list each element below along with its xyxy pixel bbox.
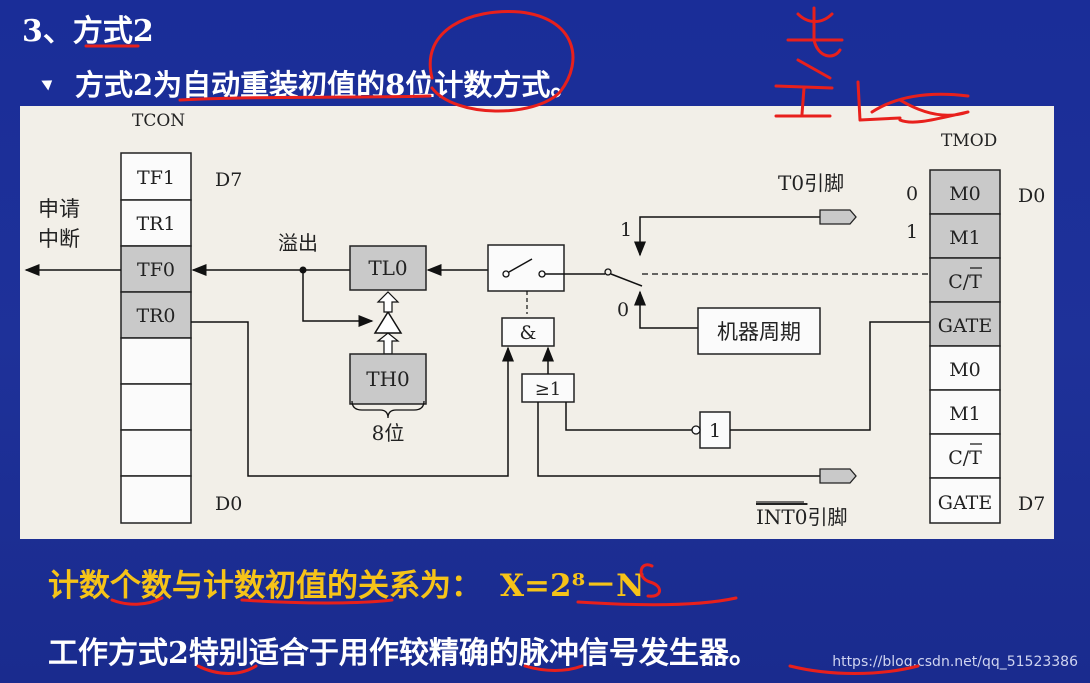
th0-up-arrow-icon	[376, 332, 400, 355]
switch-contact-left	[502, 270, 510, 278]
t0-pin-label: T0引脚	[778, 171, 844, 195]
tmod-bit-m1-t1: M1	[949, 403, 981, 425]
tmod-bit-gate: GATE	[938, 315, 992, 337]
or-gate-label: ≥1	[535, 379, 562, 400]
tcon-label: TCON	[132, 111, 185, 131]
tcon-cell	[120, 245, 192, 293]
tcon-d0-label: D0	[215, 493, 242, 515]
tcon-register: TF1 TR1 TF0 TR0	[120, 152, 192, 524]
timer-diagram-panel: TCON TF1 TR1 TF0 TR0 D7 D0 申请 中断 溢出 T	[20, 106, 1054, 539]
selector-pivot	[604, 268, 612, 276]
tcon-bit-tf0: TF0	[137, 259, 175, 281]
int0-pin-label: INT0引脚	[756, 505, 847, 529]
tmod-cell	[929, 477, 1001, 524]
bottom-text: 工作方式2特别适合于用作较精确的脉冲信号发生器。	[48, 636, 759, 671]
tcon-cell	[120, 199, 192, 247]
tcon-cell	[120, 475, 192, 524]
tmod-cell	[929, 257, 1001, 303]
bits-brace	[351, 400, 425, 419]
interrupt-label-2: 中断	[38, 227, 80, 251]
tmod-bit-m0-t1: M0	[949, 359, 981, 381]
tmod-cell	[929, 345, 1001, 391]
selector-blade	[610, 273, 643, 287]
tmod-m0-value: 0	[906, 183, 918, 205]
reload-up-arrow-icon	[376, 291, 400, 313]
switch-blade	[508, 258, 533, 273]
tcon-cell	[120, 152, 192, 201]
tcon-d7-label: D7	[215, 169, 242, 191]
selector-1-label: 1	[620, 219, 632, 241]
tmod-bit-gate-t1: GATE	[938, 492, 992, 514]
tcon-cell	[120, 429, 192, 477]
tmod-register: M0 M1 C/T GATE M0 M1 C/T GATE	[929, 169, 1001, 524]
timer-mode2-diagram: TCON TF1 TR1 TF0 TR0 D7 D0 申请 中断 溢出 T	[24, 111, 1045, 529]
not-gate-bubble	[691, 425, 701, 435]
t0-pin-icon	[819, 209, 857, 225]
tmod-m1-value: 1	[906, 221, 918, 243]
formula-line: 计数个数与计数初值的关系为： X=2⁸－N	[48, 560, 645, 605]
tcon-cell	[120, 337, 192, 385]
formula-expression: X=2⁸－N	[500, 568, 645, 604]
tr0-line	[191, 321, 514, 477]
and-gate	[501, 317, 555, 347]
tmod-d0-label: D0	[1018, 185, 1045, 207]
tcon-bit-tr0: TR0	[136, 305, 175, 327]
th0-box	[349, 353, 427, 405]
reload-buffer-icon	[373, 310, 403, 334]
watermark-url: https://blog.csdn.net/qq_51523386	[832, 654, 1078, 670]
tcon-cell	[120, 383, 192, 431]
or-gate	[521, 373, 575, 403]
slide-heading: 3、方式2	[22, 14, 154, 49]
tmod-cell	[929, 213, 1001, 259]
tmod-label: TMOD	[941, 131, 997, 151]
tcon-bit-tf1: TF1	[137, 167, 175, 189]
overflow-label: 溢出	[278, 231, 318, 255]
bullet-text: 方式2为自动重装初值的8位计数方式。	[75, 68, 580, 102]
bits-label: 8位	[372, 421, 405, 445]
tmod-cell	[929, 433, 1001, 479]
machine-cycle-line	[634, 290, 698, 329]
tl0-box	[349, 245, 427, 291]
formula-text: 计数个数与计数初值的关系为：	[48, 568, 482, 604]
int0-pin-line	[537, 402, 820, 477]
tmod-bit-ct-t1: C/T	[948, 447, 982, 469]
tmod-bit-m1: M1	[949, 227, 981, 249]
t0-pin-line	[634, 216, 820, 257]
tmod-cell	[929, 169, 1001, 215]
th0-label: TH0	[366, 367, 410, 391]
tmod-cell	[929, 389, 1001, 435]
bullet-arrow-icon	[41, 75, 56, 91]
tl0-label: TL0	[368, 256, 407, 280]
and-gate-label: &	[520, 322, 537, 344]
tmod-bit-ct: C/T	[948, 271, 982, 293]
tcon-bit-tr1: TR1	[136, 213, 175, 235]
tmod-bit-m0: M0	[949, 183, 981, 205]
gate-line	[730, 321, 930, 431]
selector-0-label: 0	[617, 299, 629, 321]
tmod-cell	[929, 301, 1001, 347]
tmod-d7-label: D7	[1018, 493, 1045, 515]
bullet-row: 方式2为自动重装初值的8位计数方式。	[41, 62, 580, 104]
machine-cycle-box	[697, 307, 821, 355]
not-to-or-line	[565, 402, 692, 431]
interrupt-label-1: 申请	[38, 197, 80, 221]
control-switch-box	[487, 244, 565, 292]
reload-trigger-line	[302, 270, 374, 327]
machine-cycle-label: 机器周期	[717, 320, 801, 344]
int0-pin-icon	[819, 468, 857, 484]
not-gate-label: 1	[709, 420, 721, 442]
